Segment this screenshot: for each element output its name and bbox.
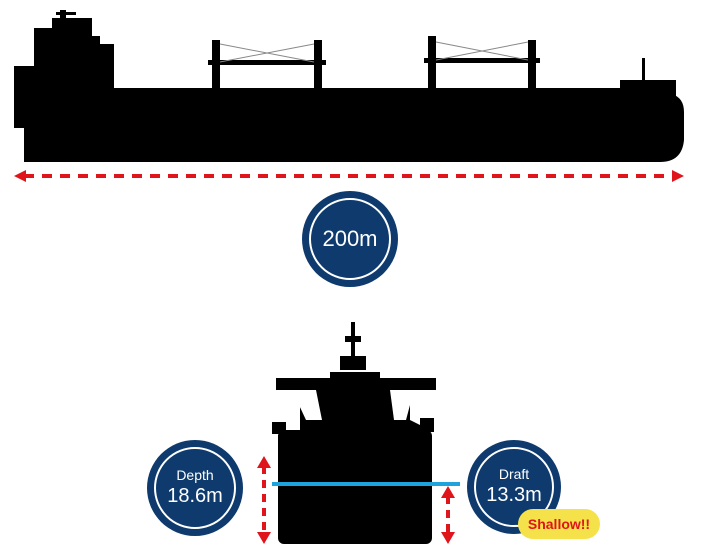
depth-label: Depth	[176, 467, 214, 483]
draft-label: Draft	[498, 466, 530, 482]
depth-badge: Depth 18.6m	[150, 443, 240, 533]
length-dimension-arrow	[14, 170, 684, 182]
shallow-tag: Shallow!!	[518, 509, 600, 539]
depth-value: 18.6m	[167, 485, 223, 507]
length-badge: 200m	[305, 194, 395, 284]
ship-side-view	[14, 10, 684, 162]
draft-value: 13.3m	[486, 484, 542, 506]
